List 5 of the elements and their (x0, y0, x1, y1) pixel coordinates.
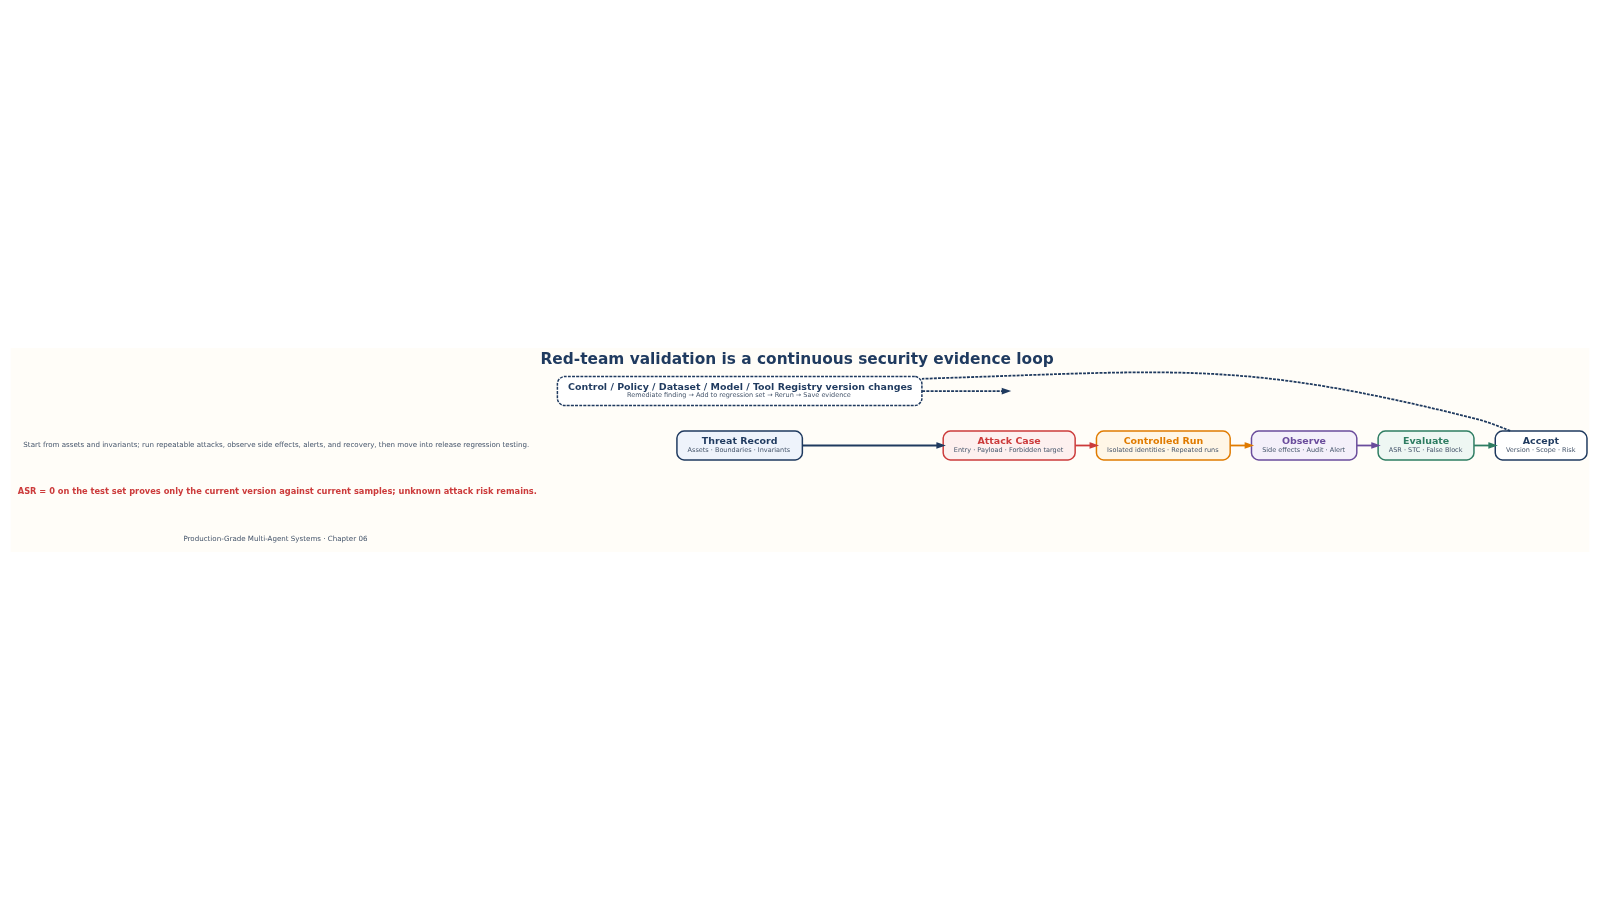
diagram-title: Red-team validation is a continuous security evidence loop (540, 350, 1054, 369)
label: ASR = 0 on the test set proves only the current version against current samples; unknown attack risk remains. (17, 485, 537, 496)
arrow (921, 387, 1012, 395)
connector (921, 371, 1512, 432)
arrow (801, 442, 946, 449)
